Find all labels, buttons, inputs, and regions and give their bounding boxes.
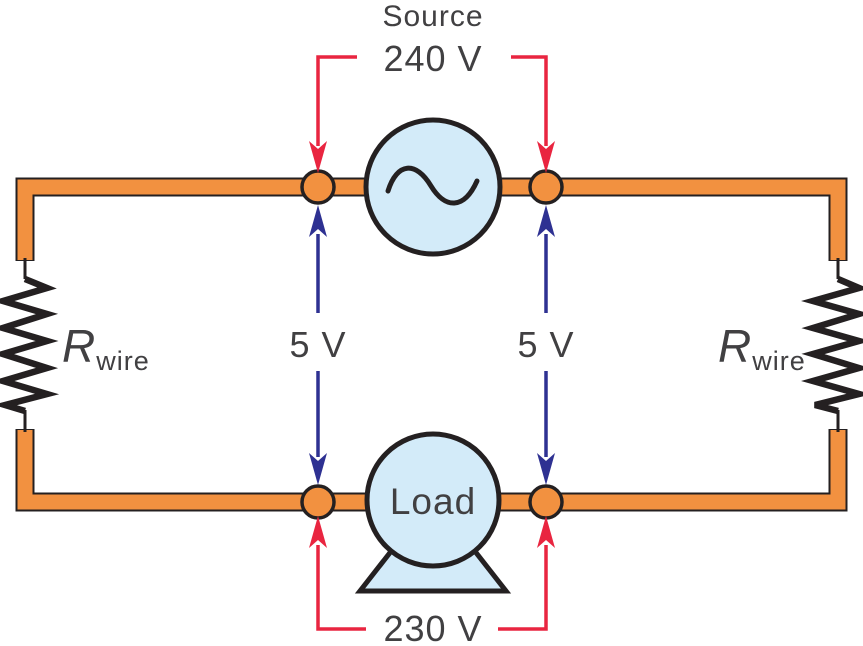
nodes xyxy=(300,169,564,520)
arrow-up-icon xyxy=(537,205,555,237)
resistor-subscript: wire xyxy=(751,346,806,376)
resistor-left-label: Rwire xyxy=(62,320,150,376)
wire-drop-right-label: 5 V xyxy=(517,324,574,365)
wire-drop-arrow-left xyxy=(309,205,327,485)
load-label: Load xyxy=(390,481,476,522)
node-source-right xyxy=(528,169,564,205)
source-voltage-bracket xyxy=(309,55,555,173)
resistor-subscript: wire xyxy=(95,346,150,376)
resistor-right xyxy=(801,258,863,432)
resistor-symbol: R xyxy=(62,320,96,372)
resistor-right-label: Rwire xyxy=(718,320,806,376)
arrow-down-icon xyxy=(309,453,327,485)
arrow-up-icon xyxy=(537,516,555,548)
resistor-right-zigzag xyxy=(801,276,863,415)
resistor-left-zigzag xyxy=(0,275,60,415)
load-voltage-label: 230 V xyxy=(383,608,482,646)
sine-wave-icon xyxy=(385,165,480,206)
resistor-left xyxy=(0,258,60,432)
source-label: Source xyxy=(382,0,483,33)
wire-drop-arrow-right xyxy=(537,205,555,485)
source-bracket-right xyxy=(511,55,548,146)
arrow-down-icon xyxy=(309,141,327,173)
load-circle xyxy=(364,431,502,569)
resistor-symbol: R xyxy=(718,320,752,372)
node-load-left xyxy=(300,484,336,520)
wire-drop-left-label: 5 V xyxy=(289,324,346,365)
load-bracket-left xyxy=(316,545,366,631)
arrow-down-icon xyxy=(537,141,555,173)
load xyxy=(354,431,512,594)
node-load-right xyxy=(528,484,564,520)
load-voltage-bracket xyxy=(309,516,555,631)
arrow-down-icon xyxy=(537,453,555,485)
ac-source xyxy=(363,117,503,257)
arrow-up-icon xyxy=(309,205,327,237)
load-bracket-right xyxy=(498,545,548,631)
source-bracket-left xyxy=(316,55,357,146)
source-voltage-label: 240 V xyxy=(383,38,482,79)
arrow-up-icon xyxy=(309,516,327,548)
node-source-left xyxy=(300,169,336,205)
